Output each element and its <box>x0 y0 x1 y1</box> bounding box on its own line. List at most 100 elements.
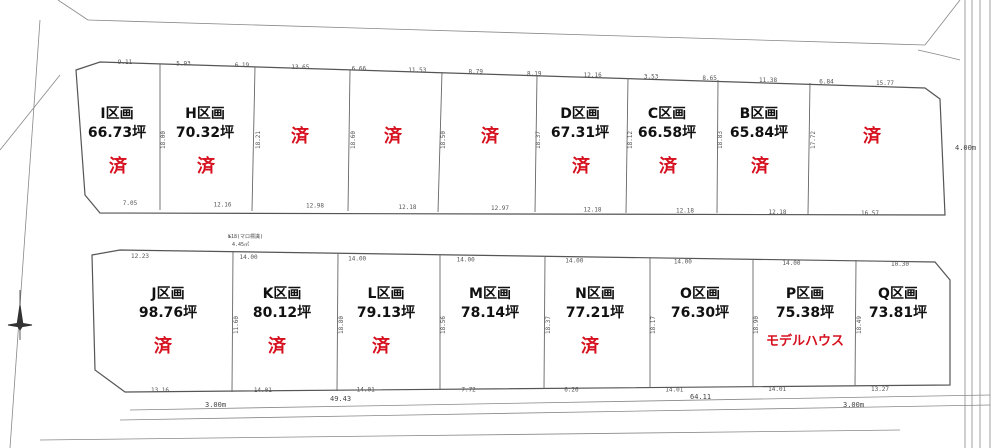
lot-area-1: 70.32坪 <box>176 125 234 141</box>
road-width-left: 3.00m <box>205 401 226 409</box>
top-dim-lower-1: 12.16 <box>213 201 231 208</box>
side-dim-top-2: 18.60 <box>350 131 357 149</box>
bottom-dim-upper-2: 14.00 <box>348 255 366 262</box>
top-dim-upper-0: 9.11 <box>118 59 133 66</box>
top-dim-upper-4: 6.66 <box>352 65 367 72</box>
bottom-dim-lower-7: 13.27 <box>871 386 889 393</box>
side-dim-bottom-5: 18.90 <box>753 316 760 334</box>
top-dim-upper-5: 11.53 <box>408 67 426 74</box>
bottom-dim-upper-3: 14.00 <box>457 256 475 263</box>
bottom-dim-upper-4: 14.00 <box>565 258 583 265</box>
bottom-dim-upper-1: 14.00 <box>240 254 258 261</box>
top-dim-lower-4: 12.97 <box>491 205 509 212</box>
lot-area-5: 67.31坪 <box>551 125 609 141</box>
side-dim-top-3: 18.50 <box>440 131 447 149</box>
top-dim-upper-13: 15.77 <box>876 80 894 87</box>
lot-b-name-1: K区画 <box>263 286 302 302</box>
lot-b-area-6: 75.38坪 <box>776 305 834 321</box>
top-dim-upper-12: 6.84 <box>819 78 834 85</box>
top-dim-upper-10: 8.65 <box>702 75 717 82</box>
road-length-right: 64.11 <box>690 393 711 401</box>
side-dim-top-6: 18.83 <box>717 131 724 149</box>
top-dim-upper-6: 8.79 <box>469 69 484 76</box>
bottom-dim-lower-1: 14.01 <box>254 387 272 394</box>
bottom-dim-lower-6: 14.01 <box>768 386 786 393</box>
top-dim-lower-3: 12.18 <box>398 204 416 211</box>
sold-mark-2: 済 <box>291 125 310 147</box>
model-house-label-6: モデルハウス <box>766 333 844 349</box>
lot-name-0: I区画 <box>100 106 133 122</box>
lot-b-area-5: 76.30坪 <box>671 305 729 321</box>
side-dim-top-1: 18.21 <box>255 131 262 149</box>
top-dim-upper-2: 6.19 <box>235 62 250 69</box>
north-arrow-icon <box>7 290 33 340</box>
sold-mark-b-0: 済 <box>154 335 173 357</box>
bottom-dim-upper-6: 14.00 <box>782 260 800 267</box>
lot-b-name-5: O区画 <box>680 286 720 302</box>
top-side-dimension-labels: 18.00 18.21 18.60 18.50 18.37 18.12 18.83 17.72 <box>160 131 817 149</box>
bottom-dim-lower-5: 14.01 <box>665 386 683 393</box>
top-dim-upper-11: 11.38 <box>759 77 777 84</box>
lot-name-1: H区画 <box>185 106 225 122</box>
lot-b-area-7: 73.81坪 <box>869 305 927 321</box>
side-dim-bottom-4: 18.17 <box>650 316 657 334</box>
road-width-right: 3.00m <box>843 401 864 409</box>
side-dim-top-4: 18.37 <box>535 131 542 149</box>
side-dim-bottom-1: 18.80 <box>338 316 345 334</box>
side-dim-bottom-2: 18.56 <box>440 316 447 334</box>
top-dim-lower-8: 16.57 <box>861 210 879 217</box>
lot-b-area-1: 80.12坪 <box>253 305 311 321</box>
top-block-outline <box>75 61 946 216</box>
sold-mark-7: 済 <box>751 155 770 177</box>
bottom-row-lots: J区画98.76坪済K区画80.12坪済L区画79.13坪済M区画78.14坪N… <box>139 286 927 357</box>
side-dim-bottom-0: 11.60 <box>233 316 240 334</box>
bottom-dim-lower-0: 13.16 <box>151 387 169 394</box>
bottom-block-outline <box>91 249 951 393</box>
top-dim-lower-7: 12.18 <box>768 209 786 216</box>
lot-b-name-6: P区画 <box>786 286 824 302</box>
bottom-dim-lower-2: 14.01 <box>357 387 375 394</box>
lot-area-6: 66.58坪 <box>638 125 696 141</box>
east-road-width: 4.00m <box>955 144 976 152</box>
top-dim-upper-1: 5.93 <box>176 61 191 68</box>
lot-b-area-0: 98.76坪 <box>139 305 197 321</box>
top-dim-upper-8: 12.16 <box>584 72 602 79</box>
bottom-dim-lower-3: 7.72 <box>461 387 476 394</box>
lot-b-name-2: L区画 <box>368 286 405 302</box>
sold-mark-b-1: 済 <box>268 335 287 357</box>
lot-b-area-4: 77.21坪 <box>566 305 624 321</box>
lot-name-5: D区画 <box>560 106 600 122</box>
side-dim-top-5: 18.12 <box>627 131 634 149</box>
lot-b-area-3: 78.14坪 <box>461 305 519 321</box>
marker-note-line1: №18(マロ標識) <box>228 233 263 240</box>
bottom-dim-upper-5: 14.00 <box>674 259 692 266</box>
top-dim-lower-6: 12.18 <box>676 208 694 215</box>
sold-mark-b-2: 済 <box>372 335 391 357</box>
sold-mark-6: 済 <box>659 155 678 177</box>
top-row-lots: I区画66.73坪済H区画70.32坪済済済済D区画67.31坪済C区画66.5… <box>88 106 882 177</box>
top-dim-lower-0: 7.05 <box>123 200 138 207</box>
sold-mark-4: 済 <box>481 125 500 147</box>
top-dim-lower-2: 12.98 <box>306 203 324 210</box>
lot-b-name-0: J区画 <box>150 286 184 302</box>
lot-name-6: C区画 <box>648 106 686 122</box>
top-dim-upper-9: 3.53 <box>644 74 659 81</box>
lot-b-name-7: Q区画 <box>878 286 918 302</box>
side-dim-top-0: 18.00 <box>160 131 167 149</box>
top-dim-upper-7: 8.19 <box>527 70 542 77</box>
sold-mark-1: 済 <box>197 155 216 177</box>
lot-name-7: B区画 <box>740 106 779 122</box>
side-dim-bottom-3: 18.37 <box>545 316 552 334</box>
side-dim-top-7: 17.72 <box>810 131 817 149</box>
lot-area-0: 66.73坪 <box>88 125 146 141</box>
lot-b-name-4: N区画 <box>575 286 615 302</box>
bottom-dim-upper-7: 10.30 <box>891 261 909 268</box>
sold-mark-0: 済 <box>109 155 128 177</box>
sold-mark-8: 済 <box>863 125 882 147</box>
